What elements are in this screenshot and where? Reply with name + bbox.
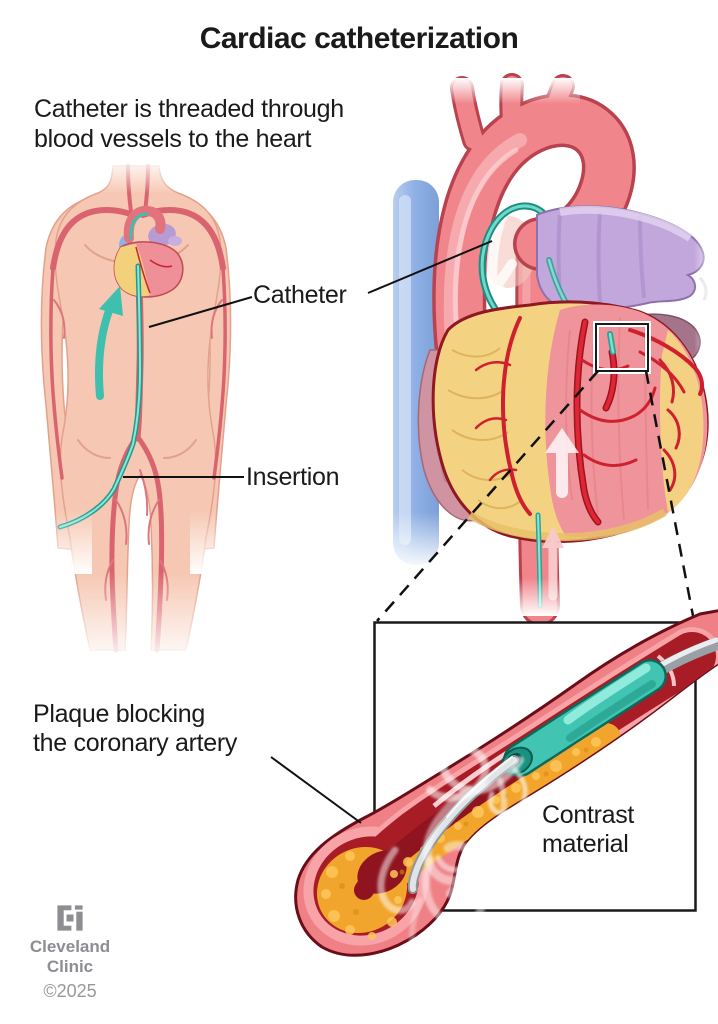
subtitle: Catheter is threaded through blood vesse… xyxy=(34,95,344,154)
plaque-label-line1: Plaque blocking xyxy=(33,700,206,728)
footer-branding: Cleveland Clinic ©2025 xyxy=(24,903,116,1002)
plaque-label-line2: the coronary artery xyxy=(33,729,238,757)
plaque-label: Plaque blocking the coronary artery xyxy=(33,700,237,758)
copyright: ©2025 xyxy=(43,981,97,1002)
contrast-label-line1: Contrast xyxy=(542,801,635,829)
contrast-label: Contrast material xyxy=(542,801,634,859)
contrast-material-swirls xyxy=(377,743,528,1015)
contrast-label-line2: material xyxy=(542,830,629,858)
page-title: Cardiac catheterization xyxy=(199,22,519,55)
inset-artery-closeup xyxy=(294,609,718,1015)
zoom-connector-lines xyxy=(376,370,696,622)
cleveland-clinic-logo-icon xyxy=(57,905,83,931)
flow-arrow-up-icon xyxy=(95,286,123,400)
heart-flow-arrow-icon xyxy=(545,428,579,498)
body-heart xyxy=(113,205,184,298)
catheter-leader-left xyxy=(148,296,253,328)
catheter-leader-right xyxy=(367,240,493,294)
brand-line2: Clinic xyxy=(46,957,94,977)
edge-fades xyxy=(26,78,718,664)
subtitle-line2: blood vessels to the heart xyxy=(34,124,312,153)
catheter-label: Catheter xyxy=(253,281,347,309)
brand-line1: Cleveland xyxy=(29,937,111,956)
plaque-leader xyxy=(270,756,362,824)
body-catheter xyxy=(57,263,143,530)
subtitle-line1: Catheter is threaded through xyxy=(34,95,344,123)
insertion-label: Insertion xyxy=(246,463,340,491)
label-leader-lines xyxy=(123,240,493,824)
zoom-region-marker xyxy=(593,321,651,374)
